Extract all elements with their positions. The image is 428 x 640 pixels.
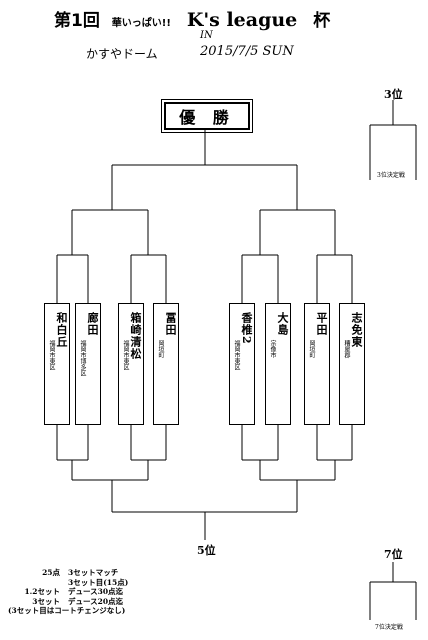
rule-value: デュース30点迄 [68, 587, 124, 596]
rule-value: 3セット目(15点) [68, 577, 129, 587]
third-place-caption: 3位決定戦 [377, 172, 405, 179]
rule-row: 25点 3セットマッチ [8, 568, 128, 578]
team-name: 冨田 [164, 312, 177, 336]
tournament-title: 第1回 華いっぱい!! K's league 杯 [54, 6, 330, 31]
team-location: 福岡市博多区 [79, 340, 86, 376]
team-location: 福岡市東区 [233, 340, 240, 370]
fifth-place-label: 5位 [197, 544, 216, 557]
rule-key: 3セット [32, 596, 60, 606]
champion-box: 優 勝 [161, 99, 253, 133]
team-location: 宗像市 [269, 340, 276, 358]
team-box: 志免東 糟屋郡 [339, 303, 365, 425]
rule-key [8, 578, 68, 588]
venue-label: かすやドーム [86, 47, 158, 61]
rule-value: 3セットマッチ [68, 568, 119, 577]
slogan-label: 華いっぱい!! [111, 18, 171, 29]
team-location: 糟屋郡 [343, 340, 350, 358]
rule-row: 3セット目(15点) [8, 578, 128, 588]
event-date: 2015/7/5 SUN [200, 44, 294, 59]
rule-row: (3セット目はコートチェンジなし) [8, 606, 128, 616]
third-place-label: 3位 [384, 88, 403, 101]
team-location: 福岡市東区 [122, 340, 129, 370]
team-box: 冨田 岡垣町 [153, 303, 179, 425]
team-box: 和白丘 福岡市東区 [44, 303, 70, 425]
team-location: 岡垣町 [157, 340, 164, 358]
match-rules: 25点 3セットマッチ 3セット目(15点) 1.2セット デュース30点迄 3… [8, 568, 128, 616]
seventh-place-label: 7位 [384, 548, 403, 561]
in-label: IN [200, 30, 213, 41]
team-name: 平田 [315, 312, 328, 336]
rule-key: 25点 [42, 568, 60, 577]
team-location: 岡垣町 [308, 340, 315, 358]
cup-label: 杯 [313, 11, 331, 31]
rule-value: デュース20点迄 [68, 596, 124, 606]
team-box: 廊田 福岡市博多区 [75, 303, 101, 425]
champion-label: 優 勝 [179, 108, 235, 127]
seventh-place-caption: 7位決定戦 [375, 624, 403, 631]
team-box: 平田 岡垣町 [304, 303, 330, 425]
league-name: K's league [186, 9, 298, 31]
rule-key: 1.2セット [24, 587, 60, 596]
team-box: 香椎2 福岡市東区 [229, 303, 255, 425]
team-name: 大島 [276, 312, 289, 336]
team-name: 香椎2 [240, 312, 253, 345]
team-name: 志免東 [350, 312, 363, 348]
rule-row: 1.2セット デュース30点迄 [8, 587, 128, 597]
team-location: 福岡市東区 [48, 340, 55, 370]
team-name: 箱崎清松 [129, 312, 142, 360]
rule-note: (3セット目はコートチェンジなし) [8, 606, 126, 615]
team-box: 大島 宗像市 [265, 303, 291, 425]
team-name: 和白丘 [55, 312, 68, 348]
team-box: 箱崎清松 福岡市東区 [118, 303, 144, 425]
rule-row: 3セット デュース20点迄 [8, 597, 128, 607]
team-name: 廊田 [86, 312, 99, 336]
edition-label: 第1回 [54, 11, 100, 31]
